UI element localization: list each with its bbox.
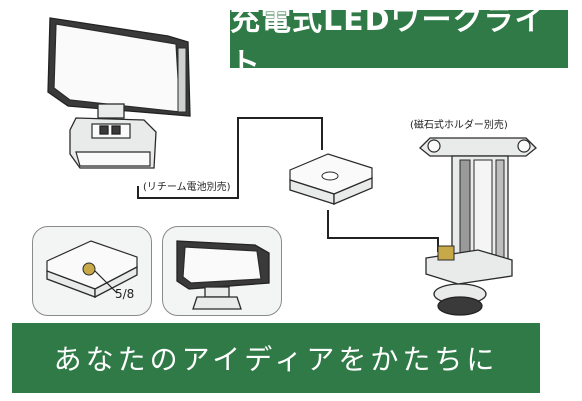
thumbnail-mounted-light bbox=[162, 226, 282, 316]
battery-note: (リチーム電池別売) bbox=[143, 178, 231, 193]
mounted-light-illustration bbox=[176, 240, 270, 310]
product-title: 充電式LEDワークライト bbox=[230, 3, 546, 82]
battery-note-text: (リチーム電池別売) bbox=[143, 182, 231, 193]
led-work-light-illustration bbox=[47, 17, 191, 169]
title-banner: 充電式LEDワークライト bbox=[230, 3, 568, 82]
magnet-holder-illustration bbox=[419, 137, 537, 316]
bracket-closeup-illustration bbox=[46, 240, 138, 299]
screw-size-text: 5/8 bbox=[115, 287, 135, 301]
magnet-note-text: (磁石式ホルダー別売) bbox=[410, 120, 508, 131]
bracket-plate-illustration bbox=[289, 153, 373, 205]
screw-size-label: 5/8 bbox=[115, 287, 134, 301]
magnet-note: (磁石式ホルダー別売) bbox=[410, 116, 508, 131]
tagline-text: あなたのアイディアをかたちに bbox=[53, 343, 499, 376]
thumbnail-bracket: 5/8 bbox=[32, 226, 152, 316]
tagline-banner: あなたのアイディアをかたちに bbox=[12, 323, 540, 393]
